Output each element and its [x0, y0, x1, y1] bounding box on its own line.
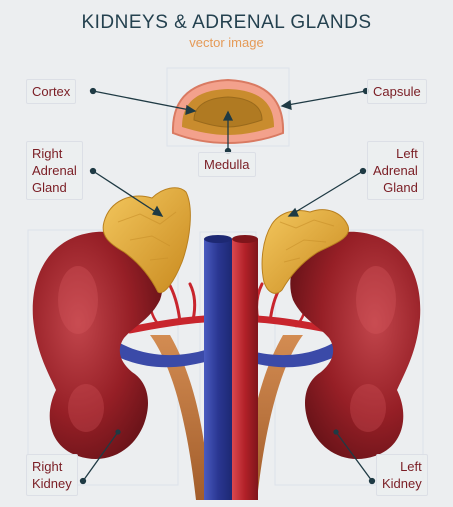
left-kidney [290, 231, 421, 460]
label-line: Left [396, 146, 418, 161]
right-kidney [32, 231, 163, 460]
right-adrenal-gland [102, 187, 191, 294]
label-left-kidney: Left Kidney [376, 454, 428, 496]
label-right-kidney: Right Kidney [26, 454, 78, 496]
label-line: Adrenal [373, 163, 418, 178]
label-medulla-text: Medulla [204, 157, 250, 172]
abdominal-aorta [232, 235, 258, 500]
label-line: Gland [32, 180, 67, 195]
renal-veins [116, 342, 337, 368]
label-medulla: Medulla [198, 152, 256, 177]
inferior-vena-cava [204, 235, 232, 500]
pointer-lines [79, 87, 376, 485]
label-cortex: Cortex [26, 79, 77, 104]
label-line: Right [32, 459, 63, 474]
page-title: KIDNEYS & ADRENAL GLANDS [81, 12, 372, 33]
label-line: Kidney [32, 476, 72, 491]
label-left-adrenal-gland: Left Adrenal Gland [367, 141, 424, 200]
label-line: Gland [383, 180, 418, 195]
left-adrenal-gland [261, 209, 350, 294]
page-subtitle: vector image [189, 35, 264, 50]
label-line: Left [400, 459, 422, 474]
label-line: Right [32, 146, 63, 161]
label-line: Adrenal [32, 163, 77, 178]
label-cortex-text: Cortex [32, 84, 71, 99]
label-right-adrenal-gland: Right Adrenal Gland [26, 141, 83, 200]
label-capsule: Capsule [367, 79, 427, 104]
label-capsule-text: Capsule [373, 84, 421, 99]
label-line: Kidney [382, 476, 422, 491]
